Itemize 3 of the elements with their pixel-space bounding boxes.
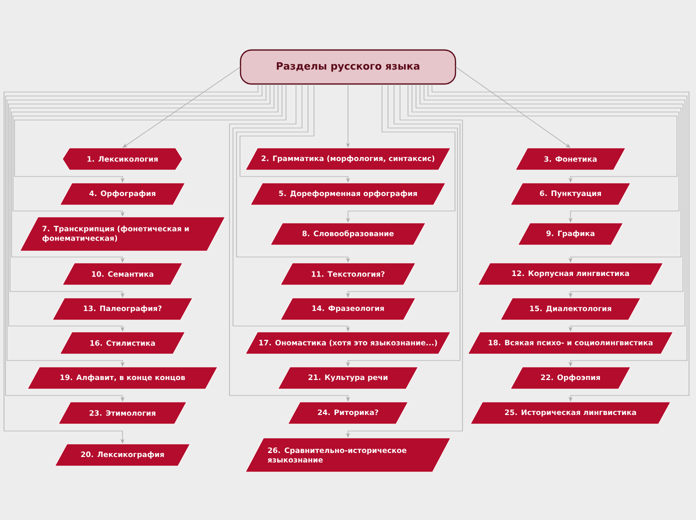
arrow [122,66,241,148]
root-box: Разделы русского языка [240,49,456,85]
arrow [455,66,570,148]
